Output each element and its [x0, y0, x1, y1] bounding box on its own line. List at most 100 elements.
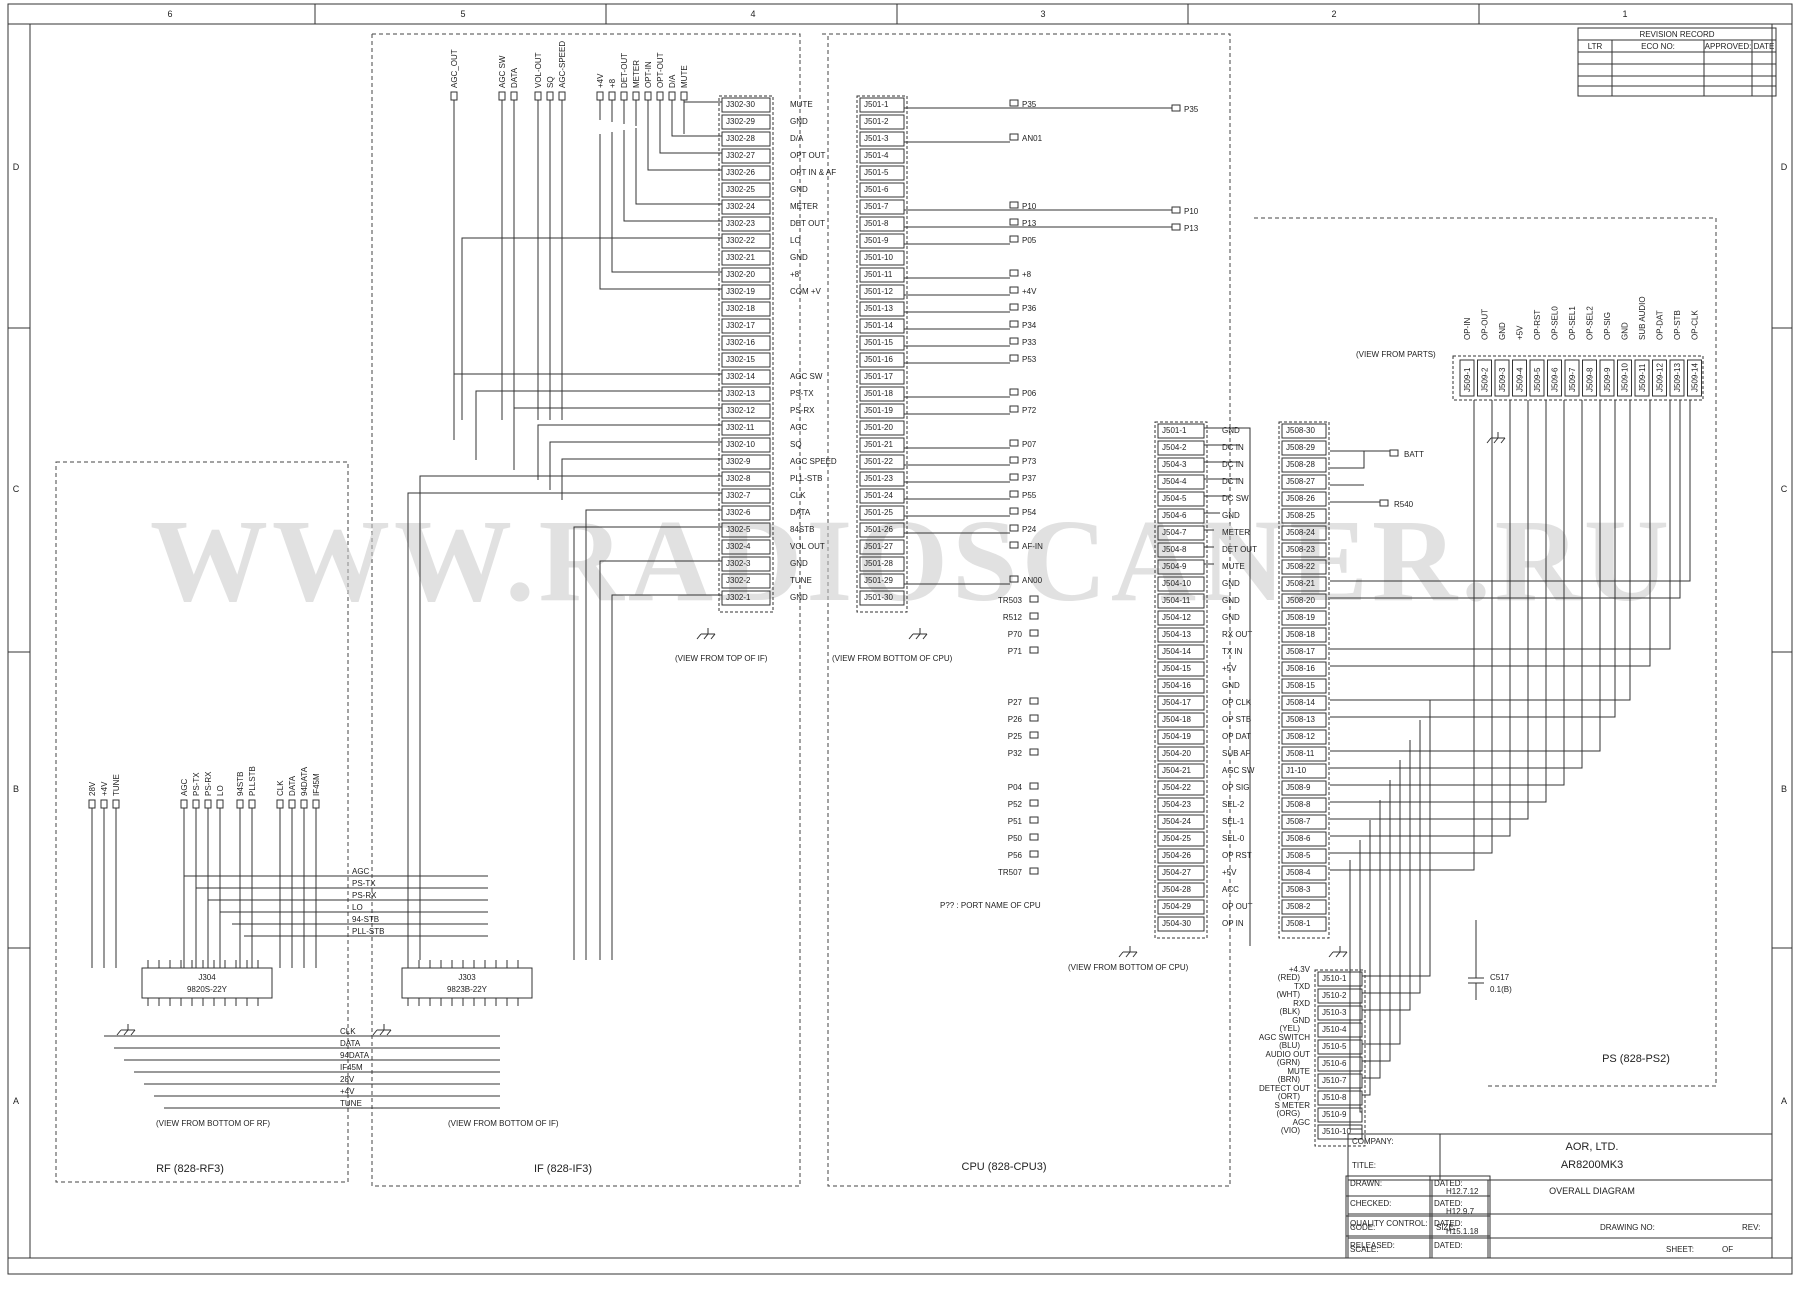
drawing-subtitle: OVERALL DIAGRAM	[1549, 1186, 1635, 1196]
connector-pin	[721, 97, 771, 113]
connector-pin	[721, 182, 771, 198]
drawing-no-label: DRAWING NO:	[1600, 1223, 1655, 1232]
scale-label: SCALE:	[1350, 1245, 1378, 1254]
watermark: WWW.RADIOSCANER.RU	[150, 495, 1673, 626]
wire	[585, 509, 722, 960]
pin-label: J504-15	[1162, 664, 1191, 673]
port-terminal	[1009, 99, 1019, 107]
port-terminal	[1009, 235, 1019, 243]
pin-label: J509-14	[1691, 363, 1700, 392]
sheet-of-label: OF	[1722, 1245, 1733, 1254]
port-label: P13	[1184, 224, 1199, 233]
connector-pin	[721, 199, 771, 215]
pin-label: J302-16	[726, 338, 755, 347]
pin-label: J508-6	[1286, 834, 1311, 843]
connector-pin	[721, 352, 771, 368]
port-label: R512	[1003, 613, 1023, 622]
vertical-signal: 94DATA	[300, 766, 309, 796]
pin-label: J504-17	[1162, 698, 1191, 707]
pin-label: J302-7	[726, 491, 751, 500]
connector-pin	[1157, 440, 1205, 456]
port-terminal	[1029, 867, 1039, 875]
signal-label: DATA	[790, 508, 811, 517]
view-cpu-bottom-2: (VIEW FROM BOTTOM OF CPU)	[1068, 963, 1189, 972]
signal-label: DC IN	[1222, 477, 1244, 486]
pin-label: J504-11	[1162, 596, 1191, 605]
connector-pin	[1157, 763, 1205, 779]
pin-label: J302-30	[726, 100, 755, 109]
pin-label: J302-3	[726, 559, 751, 568]
port-terminal	[1029, 850, 1039, 858]
connector-j509: J509-1OP-INJ509-2OP-OUTJ509-3GNDJ509-4+5…	[1452, 296, 1704, 444]
wire	[1362, 760, 1401, 1045]
pin-label: J508-20	[1286, 596, 1315, 605]
connector-pin	[1281, 916, 1327, 932]
signal-label: GND	[1498, 322, 1507, 340]
vertical-signal: LO	[216, 785, 225, 796]
connector-pin	[1494, 359, 1510, 397]
revision-col-eco: ECO NO:	[1641, 42, 1675, 51]
j303-part: 9823B-22Y	[447, 985, 488, 994]
connector-pin	[859, 267, 905, 283]
port-label: P55	[1022, 491, 1037, 500]
port-label: P06	[1022, 389, 1037, 398]
wire	[1330, 400, 1529, 820]
signal-label: ACC	[1222, 885, 1239, 894]
connector-pin	[721, 437, 771, 453]
port-label: P50	[1008, 834, 1023, 843]
size-label: SIZE:	[1436, 1223, 1456, 1232]
connector-pin	[721, 233, 771, 249]
wire	[513, 407, 722, 470]
connector-pin	[721, 386, 771, 402]
port-terminal	[1009, 507, 1019, 515]
connector-pin	[1281, 814, 1327, 830]
connector-pin	[1281, 593, 1327, 609]
signal-label: GND	[1222, 596, 1240, 605]
signal-label: SEL-2	[1222, 800, 1245, 809]
signal-label: GND	[1222, 613, 1240, 622]
pin-label: J508-30	[1286, 426, 1315, 435]
connector-pin	[1669, 359, 1685, 397]
wire	[1330, 400, 1616, 718]
vertical-signal: SQ	[546, 76, 555, 88]
checked-label: CHECKED:	[1350, 1199, 1391, 1208]
signal-label: GND	[1222, 681, 1240, 690]
port-label: P51	[1008, 817, 1023, 826]
pin-label: J504-23	[1162, 800, 1191, 809]
connector-pin	[859, 131, 905, 147]
pin-label: J501-12	[864, 287, 893, 296]
pin-label: J510-5	[1322, 1042, 1347, 1051]
pin-label: J302-4	[726, 542, 751, 551]
wire	[561, 458, 722, 500]
signal-label: D/A	[790, 134, 804, 143]
pin-label: J504-20	[1162, 749, 1191, 758]
pin-label: J510-2	[1322, 991, 1347, 1000]
signal-label: OPT OUT	[790, 151, 826, 160]
row-label-left: C	[13, 484, 20, 494]
port-terminal	[1029, 697, 1039, 705]
connector-pin	[1617, 359, 1632, 397]
signal-label: AGC SW	[1222, 766, 1255, 775]
signal-label: DC SW	[1222, 494, 1249, 503]
connector-outline	[1154, 421, 1208, 939]
connector-pin	[1281, 423, 1327, 439]
wire	[1330, 400, 1475, 871]
signal-label: PS-RX	[790, 406, 815, 415]
pin-label: J508-5	[1286, 851, 1311, 860]
pin-label: J508-19	[1286, 613, 1315, 622]
connector-pin	[1281, 797, 1327, 813]
port-label: P70	[1008, 630, 1023, 639]
connector-pin	[721, 131, 771, 147]
bus-label: LO	[352, 903, 363, 912]
vertical-signal: DATA	[288, 775, 297, 796]
signal-label: 84STB	[790, 525, 814, 534]
pin-label: J504-21	[1162, 766, 1191, 775]
wire	[671, 122, 722, 137]
port-terminal	[1009, 201, 1019, 209]
pin-label: J508-7	[1286, 817, 1311, 826]
wire	[1330, 400, 1671, 650]
zone-label: 1	[1622, 9, 1627, 19]
signal-color: (VIO)	[1281, 1126, 1300, 1135]
